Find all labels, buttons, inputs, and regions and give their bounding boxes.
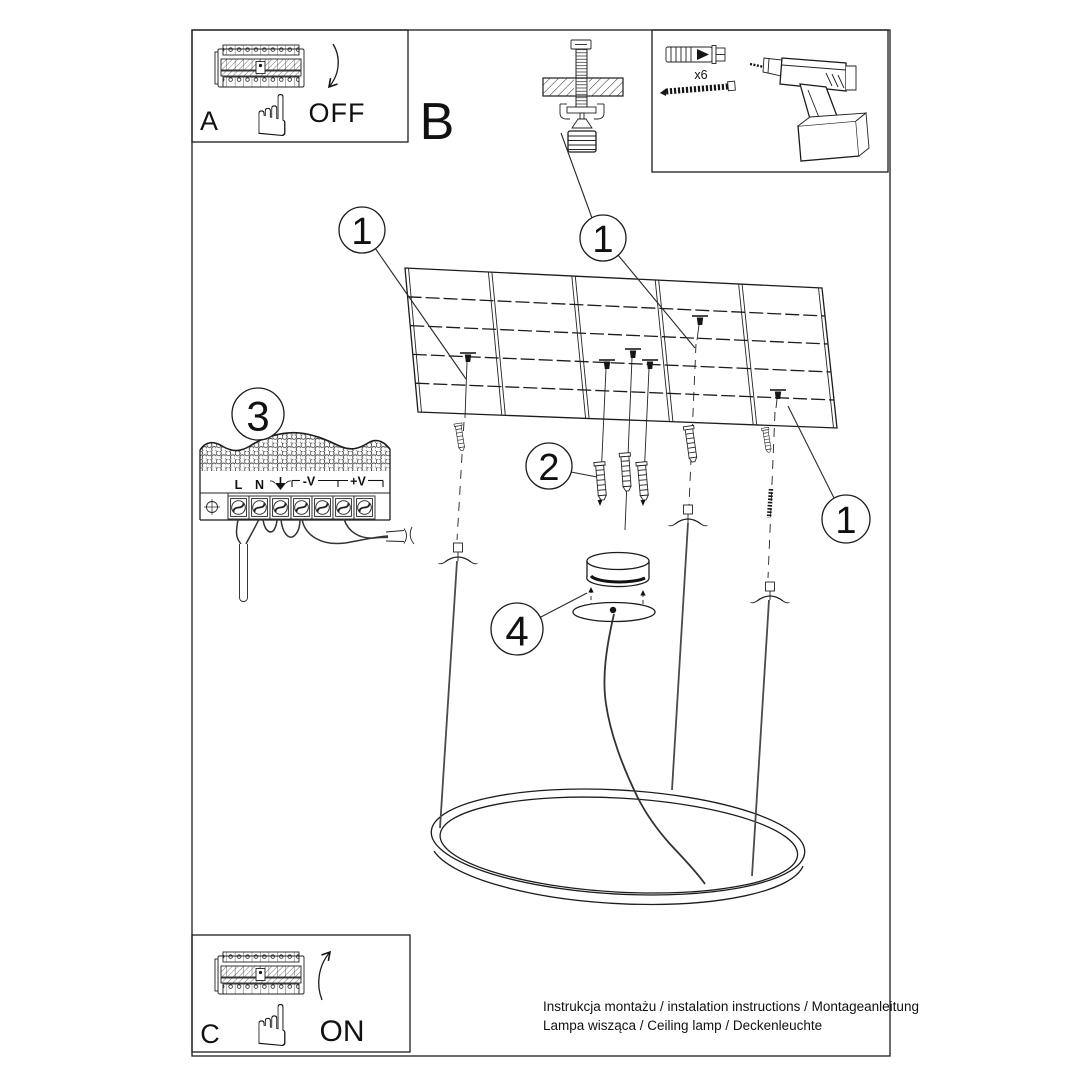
mains-cable bbox=[239, 544, 248, 602]
step-label-b: B bbox=[420, 93, 455, 151]
terminal-n-label: N bbox=[255, 478, 264, 492]
svg-text:1: 1 bbox=[835, 500, 856, 542]
callout-1-middle: 1 bbox=[579, 214, 627, 262]
svg-text:2: 2 bbox=[538, 447, 559, 489]
hand-icon: ☝ bbox=[254, 992, 289, 1060]
ground-icon bbox=[269, 477, 292, 490]
ceiling-anchor-detail bbox=[542, 39, 624, 153]
dc-cable-end bbox=[385, 526, 415, 545]
footer-line1: Instrukcja montażu / instalation instruc… bbox=[543, 999, 919, 1014]
ceiling-grid bbox=[404, 267, 838, 429]
drill-icon bbox=[749, 57, 870, 162]
on-label: ON bbox=[320, 1015, 365, 1048]
ceiling-fixings bbox=[437, 315, 791, 604]
ring-lamp bbox=[430, 788, 806, 906]
callout-1-left: 1 bbox=[338, 206, 386, 254]
svg-text:3: 3 bbox=[246, 393, 269, 440]
main-frame bbox=[191, 29, 891, 1057]
breaker-panel-icon bbox=[214, 951, 305, 995]
breaker-panel-icon bbox=[214, 44, 305, 88]
callouts: 1 1 1 2 3 4 bbox=[231, 132, 871, 656]
callout-1-right: 1 bbox=[821, 494, 871, 544]
callout-3: 3 bbox=[231, 387, 285, 441]
svg-text:1: 1 bbox=[592, 219, 613, 261]
hand-icon: ☝ bbox=[254, 82, 289, 150]
step-label-a: A bbox=[200, 106, 218, 136]
suspension-wire bbox=[439, 560, 458, 829]
suspension-wire bbox=[751, 599, 770, 877]
footer: Instrukcja montażu / instalation instruc… bbox=[543, 999, 919, 1033]
svg-text:4: 4 bbox=[505, 608, 528, 655]
svg-text:1: 1 bbox=[351, 211, 372, 253]
off-arrow-icon bbox=[329, 43, 339, 87]
terminal-plus-v-label: +V bbox=[350, 475, 366, 489]
terminal-l-label: L bbox=[235, 478, 243, 492]
suspension-wires bbox=[439, 522, 770, 877]
anchor-count-label: x6 bbox=[694, 68, 707, 82]
psu-wires bbox=[235, 518, 389, 545]
off-label: OFF bbox=[309, 98, 366, 128]
parts-box: x6 bbox=[651, 29, 889, 173]
step-label-c: C bbox=[200, 1019, 220, 1049]
dc-bracket bbox=[291, 479, 384, 487]
power-supply-unit: L N -V +V bbox=[199, 431, 415, 602]
on-arrow-icon bbox=[318, 952, 330, 1001]
footer-line2: Lampa wisząca / Ceiling lamp / Deckenleu… bbox=[543, 1018, 822, 1033]
power-cable bbox=[603, 613, 706, 885]
power-off-panel: ☝ A OFF bbox=[191, 29, 409, 150]
power-on-panel: ☝ C ON bbox=[191, 934, 411, 1060]
terminal-minus-v-label: -V bbox=[303, 475, 316, 489]
wall-plug-icon bbox=[665, 45, 726, 64]
callout-2: 2 bbox=[525, 442, 573, 490]
canopy bbox=[572, 551, 706, 885]
screw-icon bbox=[660, 80, 736, 96]
mounting-hole-icon bbox=[204, 499, 220, 515]
callout-4: 4 bbox=[490, 602, 544, 656]
suspension-wire bbox=[671, 522, 689, 791]
